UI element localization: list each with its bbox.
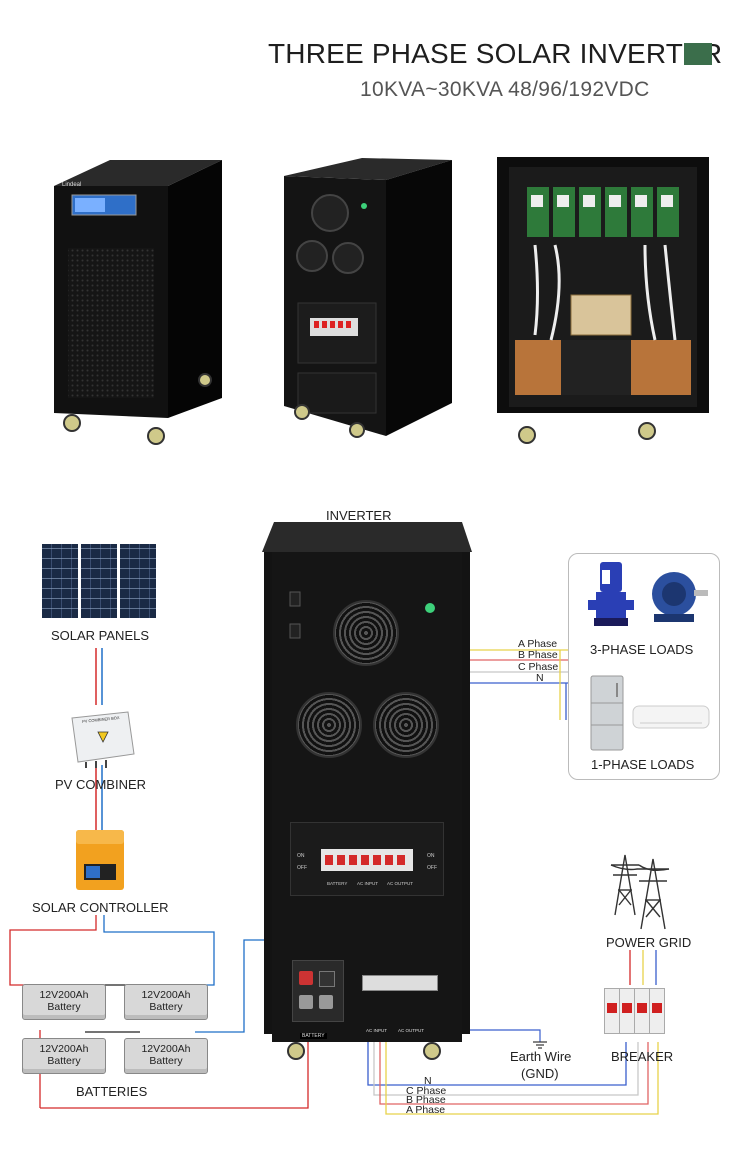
gnd-label: (GND) — [521, 1066, 559, 1081]
panel-label-off-left: OFF — [297, 865, 307, 871]
panel-label-on-right: ON — [427, 853, 435, 859]
solar-panels — [42, 544, 156, 618]
motor-icon — [640, 568, 710, 626]
terminal-label-ac-input: AC INPUT — [366, 1028, 388, 1033]
in-line-a-phase: A Phase — [406, 1104, 446, 1116]
battery-4-capacity: 12V200Ah — [141, 1043, 191, 1055]
inverter-fan-left — [296, 692, 362, 758]
title-accent-block — [684, 43, 712, 65]
pump-icon — [588, 560, 634, 628]
inverter-switch-panel: ON OFF ON OFF BATTERY AC INPUT AC OUTPUT — [290, 822, 444, 896]
pv-combiner-label: PV COMBINER — [55, 777, 147, 792]
in-line-c-phase: C Phase — [406, 1085, 447, 1097]
in-line-n: N — [424, 1075, 432, 1087]
out-line-c-phase: C Phase — [518, 661, 559, 673]
refrigerator-icon — [590, 675, 624, 751]
out-line-n: N — [536, 672, 544, 684]
batteries-label: BATTERIES — [76, 1084, 148, 1099]
panel-label-ac-input: AC INPUT — [357, 881, 379, 886]
inverter-fan-right — [373, 692, 439, 758]
out-line-a-phase: A Phase — [518, 638, 558, 650]
battery-1-capacity: 12V200Ah — [39, 989, 89, 1001]
brand-logo: Lindeal — [62, 182, 82, 188]
product-photo-internal — [495, 155, 713, 445]
breaker-unit — [604, 988, 676, 1040]
earth-wire-label: Earth Wire — [510, 1049, 572, 1064]
page-title: THREE PHASE SOLAR INVERTER — [268, 38, 723, 69]
in-line-b-phase: B Phase — [406, 1094, 446, 1106]
panel-label-off-right: OFF — [427, 865, 437, 871]
solar-panels-label: SOLAR PANELS — [51, 628, 150, 643]
inverter-wheel-right — [423, 1042, 441, 1060]
terminal-label-ac-output: AC OUTPUT — [398, 1028, 425, 1033]
battery-1-word: Battery — [47, 1001, 81, 1013]
solar-controller-label: SOLAR CONTROLLER — [32, 900, 169, 915]
battery-3-word: Battery — [47, 1055, 81, 1067]
terminal-label-battery: BATTERY — [300, 1033, 327, 1039]
panel-label-ac-output: AC OUTPUT — [387, 881, 414, 886]
battery-terminals — [292, 960, 344, 1022]
battery-2-capacity: 12V200Ah — [141, 989, 191, 1001]
inverter-label: INVERTER — [326, 508, 392, 523]
panel-label-on-left: ON — [297, 853, 305, 859]
breaker-switches — [321, 849, 413, 871]
page-subtitle: 10KVA~30KVA 48/96/192VDC — [360, 78, 650, 101]
battery-2-word: Battery — [149, 1001, 183, 1013]
panel-label-battery: BATTERY — [327, 881, 348, 886]
product-photo-front: Lindeal — [50, 158, 225, 448]
battery-3-capacity: 12V200Ah — [39, 1043, 89, 1055]
inverter-wheel-left — [287, 1042, 305, 1060]
inverter-fan-top — [333, 600, 399, 666]
power-grid-icon — [605, 845, 675, 931]
pv-combiner-box: PV COMBINER BOX — [68, 708, 136, 768]
one-phase-loads-label: 1-PHASE LOADS — [591, 757, 695, 772]
ac-terminal-block — [362, 975, 438, 991]
power-grid-label: POWER GRID — [606, 935, 692, 950]
breaker-label: BREAKER — [611, 1049, 674, 1064]
solar-controller — [74, 828, 126, 892]
air-conditioner-icon — [632, 705, 710, 731]
three-phase-loads-label: 3-PHASE LOADS — [590, 642, 694, 657]
product-photo-rear — [282, 158, 454, 448]
out-line-b-phase: B Phase — [518, 649, 558, 661]
battery-4-word: Battery — [149, 1055, 183, 1067]
